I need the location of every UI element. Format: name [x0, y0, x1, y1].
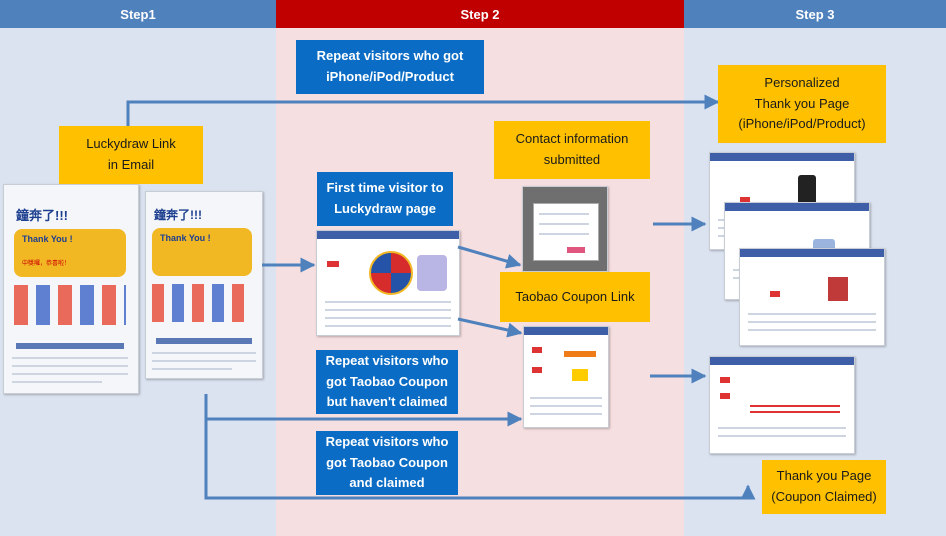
email-thumbnail-right: 鐘奔了!!! Thank You ! — [145, 191, 263, 379]
thankyou-coupon-claimed-box: Thank you Page (Coupon Claimed) — [762, 460, 886, 514]
thank-you-text-copy: Thank You ! — [160, 233, 211, 243]
taobao-coupon-link-box: Taobao Coupon Link — [500, 272, 650, 322]
coupon-claimed-thumbnail — [709, 356, 855, 454]
thank-you-banner: Thank You ! 中獎囉，恭喜啦！ — [14, 229, 126, 277]
email-thumbnail-left: 鐘奔了!!! Thank You ! 中獎囉，恭喜啦！ — [3, 184, 139, 394]
personalized-thankyou-box: Personalized Thank you Page (iPhone/iPod… — [718, 65, 886, 143]
arrow-email-to-coupon-claimed — [204, 419, 756, 500]
winner-text: 中獎囉，恭喜啦！ — [22, 261, 71, 267]
product-image — [828, 277, 848, 301]
step1-header: Step1 — [0, 0, 276, 28]
arrow-email-to-personalized — [126, 94, 720, 126]
arrow-luckydraw-to-contact — [457, 245, 522, 269]
contact-info-submitted-box: Contact information submitted — [494, 121, 650, 179]
prize-flags-copy — [152, 284, 252, 322]
repeat-visitors-claimed-box: Repeat visitors who got Taobao Coupon an… — [316, 431, 458, 495]
arrow-luckydraw-to-coupon — [457, 317, 523, 338]
prize-wheel — [369, 251, 413, 295]
email-headline: 鐘奔了!!! — [16, 208, 68, 223]
iphone-image — [798, 175, 816, 205]
thank-you-banner-copy: Thank You ! — [152, 228, 252, 276]
contact-form-thumbnail — [522, 186, 608, 272]
step3-header: Step 3 — [684, 0, 946, 28]
prize-flags — [14, 285, 126, 325]
step2-header: Step 2 — [276, 0, 684, 28]
repeat-visitors-iphone-box: Repeat visitors who got iPhone/iPod/Prod… — [296, 40, 484, 94]
repeat-visitors-not-claimed-box: Repeat visitors who got Taobao Coupon bu… — [316, 350, 458, 414]
thank-you-text: Thank You ! — [22, 234, 73, 244]
email-headline-copy: 鐘奔了!!! — [154, 208, 202, 222]
first-time-visitor-box: First time visitor to Luckydraw page — [317, 172, 453, 226]
gift-boxes — [417, 255, 447, 291]
luckydraw-page-thumbnail — [316, 230, 460, 336]
luckydraw-link-box: Luckydraw Link in Email — [59, 126, 203, 184]
thankyou-page-thumbnail-3 — [739, 248, 885, 346]
coupon-page-thumbnail — [523, 326, 609, 428]
